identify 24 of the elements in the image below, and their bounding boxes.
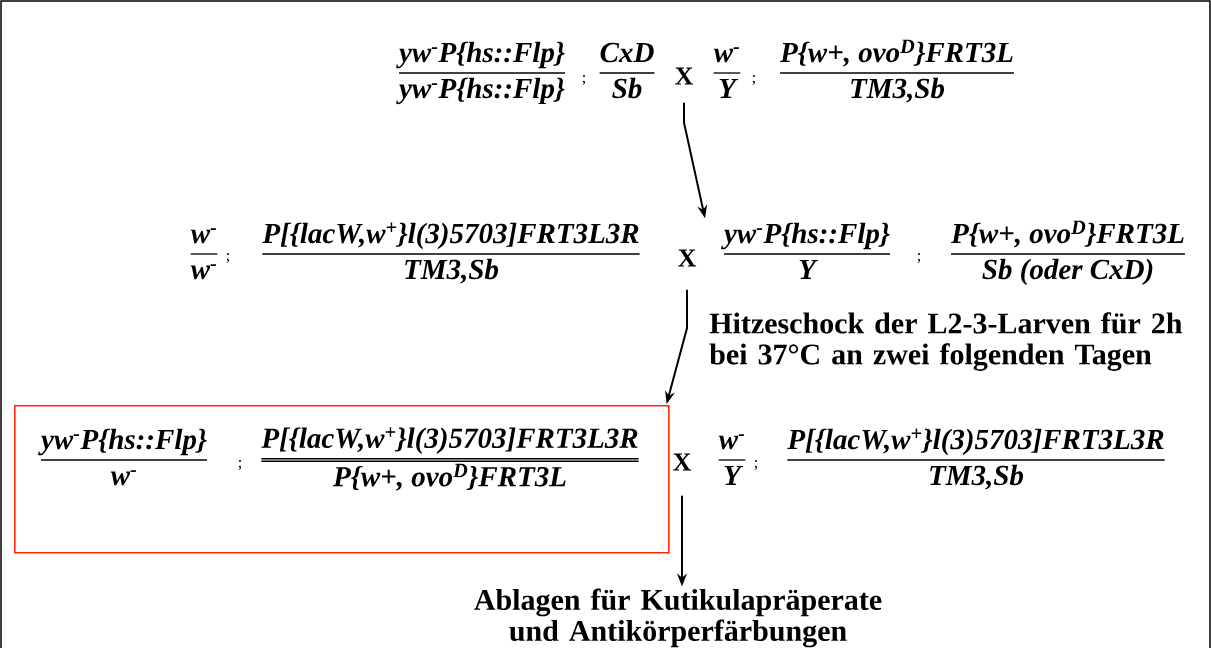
genotype-fraction: yw$^{-}$P{hs::Flp} yw$^{-}$P{hs::Flp} — [396, 41, 566, 105]
genotype-fraction: P{w+, ovo$^{D}$}FRT3L TM3,Sb — [779, 39, 1015, 103]
genotype-fraction: yw$^{-}$P{hs::Flp} w$^{-}$ — [38, 428, 208, 486]
genotype-fraction: w$^{-}$ Y — [718, 434, 746, 485]
separator: ; — [917, 253, 920, 263]
result-text: Ablagen für Kutikulapräperate und Antikörperfärbungen — [474, 588, 882, 648]
genotype-fraction: w$^{-}$ Y — [713, 47, 741, 98]
genotype-fraction: P[{lacW,w$^{+}$}l(3)5703]FRT3L3R P{w+, ovo$^{D}$}FRT3L — [260, 427, 640, 491]
separator: ; — [752, 75, 755, 85]
cross-symbol: X — [678, 249, 697, 267]
genotype-fraction: w$^{-}$ w$^{-}$ — [190, 228, 218, 280]
cross-symbol: X — [675, 67, 694, 85]
genotype-fraction: yw$^{-}$P{hs::Flp} Y — [721, 222, 891, 279]
edge-label: Hitzeschock der L2-3-Larven für 2h bei 37°C an zwei folgenden Tagen — [708, 311, 1191, 372]
separator: ; — [226, 253, 229, 263]
separator: ; — [582, 75, 585, 85]
cross-symbol: X — [673, 453, 692, 471]
genotype-fraction: P[{lacW,w$^{+}$}l(3)5703]FRT3L3R TM3,Sb — [261, 222, 641, 284]
highlight-box — [14, 405, 670, 554]
genotype-fraction: P[{lacW,w$^{+}$}l(3)5703]FRT3L3R TM3,Sb — [786, 428, 1166, 490]
genotype-fraction: P{w+, ovo$^{D}$}FRT3L Sb (oder CxD) — [950, 220, 1186, 286]
separator: ; — [238, 460, 241, 470]
genotype-fraction: CxD Sb — [598, 42, 656, 99]
separator: ; — [754, 460, 757, 470]
